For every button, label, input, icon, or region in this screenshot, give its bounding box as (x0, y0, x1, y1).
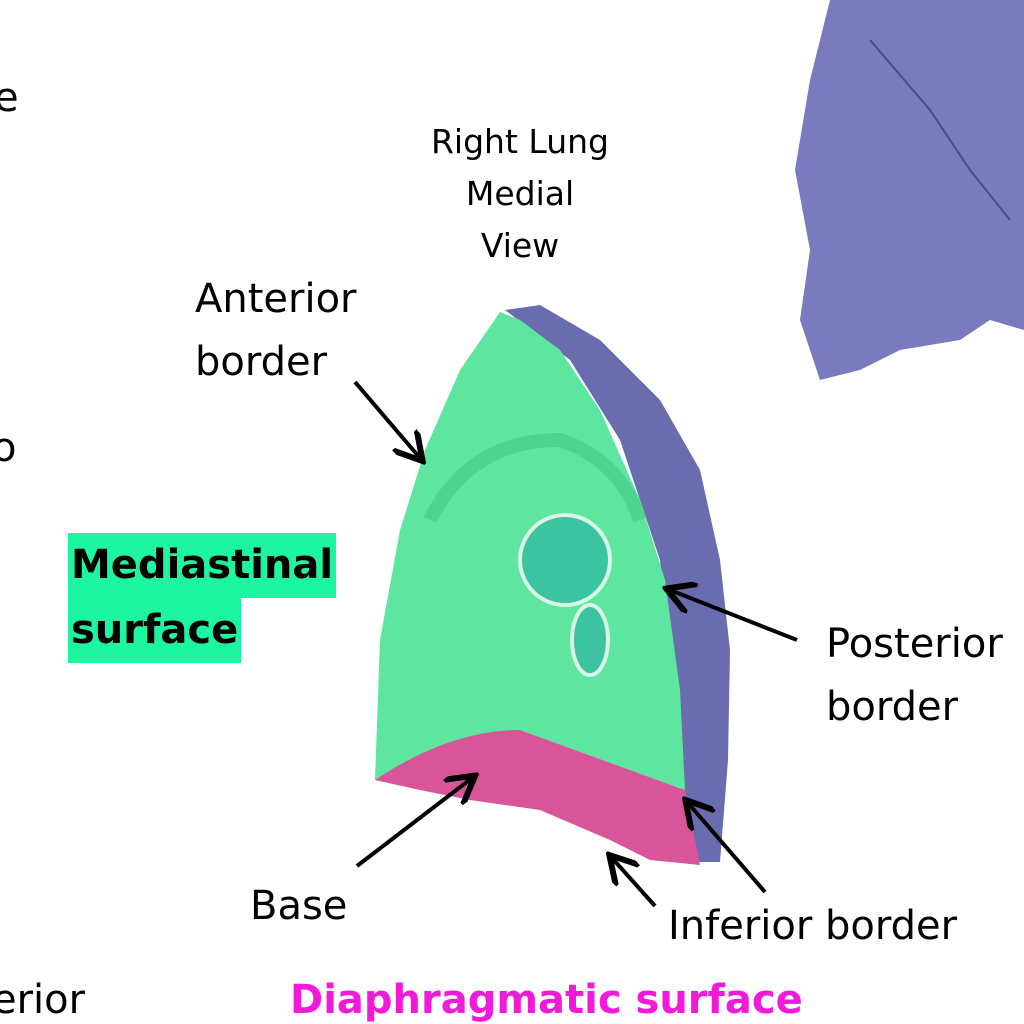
title-line: Right Lung (431, 122, 609, 161)
diaphragmatic-surface-label: Diaphragmatic surface (290, 977, 803, 1023)
base-arrow (355, 778, 472, 868)
cropped-text-top: e (0, 75, 19, 121)
inferior-border-label: Inferior border (668, 903, 958, 949)
diagram-title: Right Lung Medial View (400, 116, 640, 272)
title-line: View (480, 226, 560, 265)
left-lung-fragment (795, 0, 1024, 380)
cropped-text-bottom: erior (0, 977, 86, 1023)
posterior-surface (505, 305, 730, 862)
inferior-border-arrow-2 (612, 858, 657, 908)
anterior-border-arrow (353, 380, 420, 458)
inferior-border-arrow-1 (688, 803, 767, 894)
diaphragmatic-surface (375, 730, 700, 865)
posterior-border-arrow (670, 590, 798, 642)
base-label: Base (250, 883, 348, 929)
title-line: Medial (465, 174, 575, 213)
cropped-text-middle: o (0, 425, 17, 471)
hilum (518, 513, 612, 607)
